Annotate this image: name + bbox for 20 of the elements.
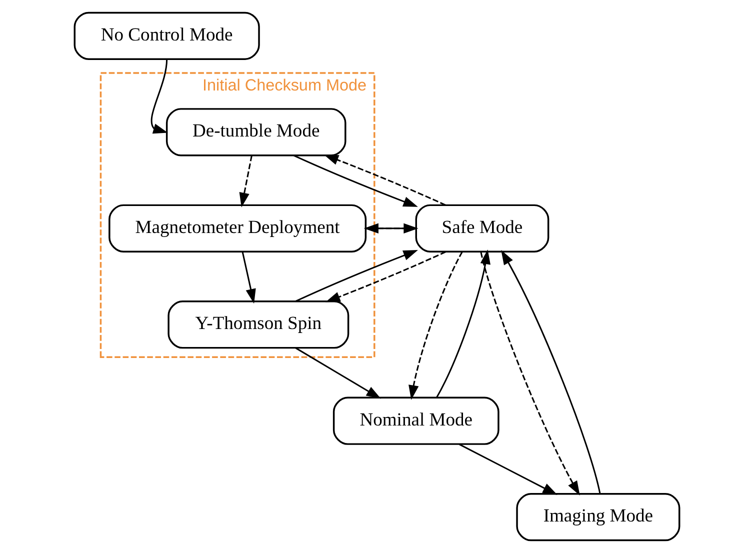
node-box: No Control Mode <box>74 12 260 60</box>
arrow <box>408 251 463 400</box>
node-box: Safe Mode <box>415 204 550 252</box>
arrow <box>294 250 418 302</box>
arrow <box>436 249 490 398</box>
arrow <box>150 59 168 134</box>
arrow <box>325 251 446 302</box>
node-box: Magnetometer Deployment <box>108 204 367 252</box>
arrow <box>242 252 256 304</box>
node-box: De-tumble Mode <box>166 108 346 156</box>
arrow <box>294 154 418 207</box>
node-box: Imaging Mode <box>516 493 680 542</box>
arrow <box>324 154 446 206</box>
arrow <box>458 444 558 495</box>
arrow <box>295 347 381 399</box>
arrow <box>501 250 601 494</box>
node-box: Y-Thomson Spin <box>168 300 350 349</box>
node-box: Nominal Mode <box>332 396 500 445</box>
arrow <box>480 252 580 496</box>
arrow <box>239 155 252 208</box>
